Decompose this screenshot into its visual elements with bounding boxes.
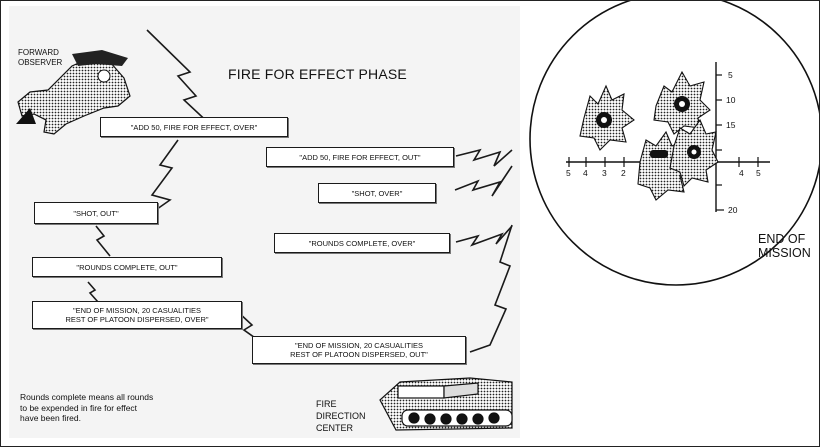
reticle-h-tick-right-4: 4: [739, 168, 744, 178]
reticle-v-tick-15: 15: [726, 120, 736, 130]
reticle-scope: [529, 0, 820, 286]
message-add50-over: "ADD 50, FIRE FOR EFFECT, OVER": [100, 117, 288, 137]
message-rounds-out: "ROUNDS COMPLETE, OUT": [32, 257, 222, 277]
message-eom-out: "END OF MISSION, 20 CASUALITIES REST OF …: [252, 336, 466, 364]
radio-wave-observer-up: [146, 29, 215, 129]
message-shot-out: "SHOT, OUT": [34, 202, 158, 224]
radio-wave-fdc-rounds: [455, 225, 513, 247]
rounds-complete-note: Rounds complete means all rounds to be e…: [20, 392, 154, 423]
fdc-label: FIRE DIRECTION CENTER: [316, 399, 366, 433]
reticle-h-tick-left-2: 2: [621, 168, 626, 178]
fdc-vehicle-figure: [379, 377, 513, 431]
reticle-h-tick-right-5: 5: [756, 168, 761, 178]
reticle-h-tick-left-3: 3: [602, 168, 607, 178]
radio-wave-fdc-long: [469, 224, 513, 353]
radio-wave-fdc-shot: [454, 165, 513, 197]
reticle-v-tick-20: 20: [728, 205, 738, 215]
reticle-v-tick-5: 5: [728, 70, 733, 80]
radio-wave-observer-link: [149, 139, 179, 215]
diagram-title: FIRE FOR EFFECT PHASE: [228, 66, 407, 82]
forward-observer-figure: [16, 50, 131, 135]
radio-wave-eom: [237, 311, 259, 341]
message-add50-out: "ADD 50, FIRE FOR EFFECT, OUT": [266, 147, 454, 167]
reticle-h-tick-left-4: 4: [583, 168, 588, 178]
radio-wave-rounds: [87, 281, 99, 303]
message-shot-over: "SHOT, OVER": [318, 183, 436, 203]
reticle-v-tick-10: 10: [726, 95, 736, 105]
message-eom-over: "END OF MISSION, 20 CASUALITIES REST OF …: [32, 301, 242, 329]
forward-observer-label: FORWARD OBSERVER: [18, 48, 63, 67]
radio-wave-fdc-top: [455, 148, 513, 167]
message-rounds-over: "ROUNDS COMPLETE, OVER": [274, 233, 450, 253]
reticle-h-tick-left-5: 5: [566, 168, 571, 178]
end-of-mission-label: END OF MISSION: [758, 232, 811, 260]
radio-wave-shot: [95, 225, 111, 257]
